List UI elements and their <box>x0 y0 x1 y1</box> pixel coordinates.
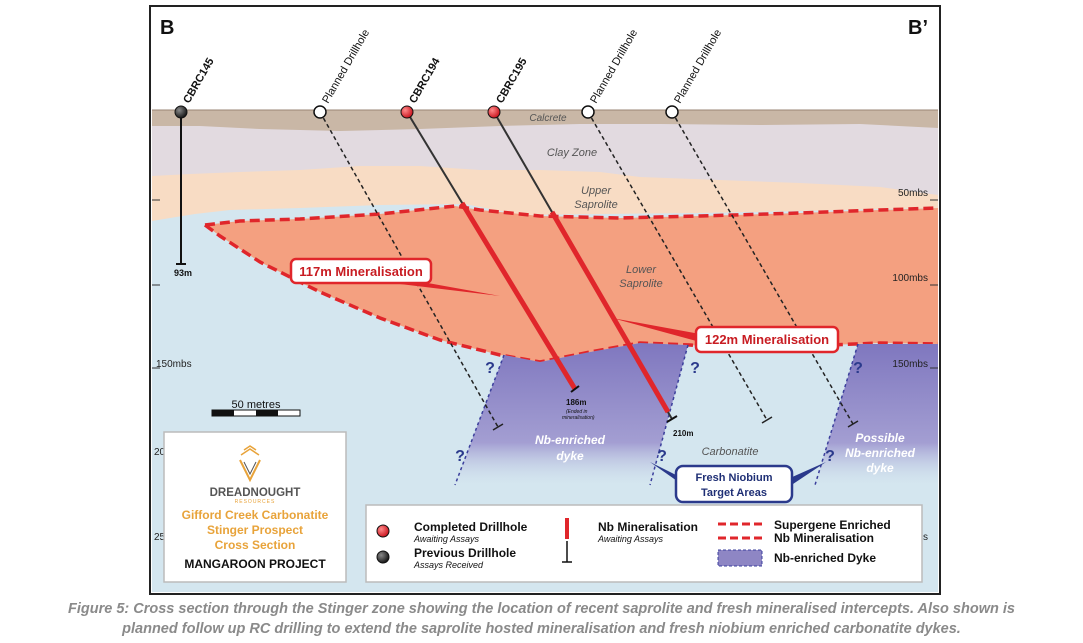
dyke-label-2: dyke <box>556 449 584 463</box>
drillhole-end-depth: 186m <box>566 398 586 407</box>
caption-line-2: planned follow up RC drilling to extend … <box>122 621 961 637</box>
nb-dyke-center <box>455 343 688 485</box>
depth-label-right-150: 150mbs <box>892 359 928 370</box>
cross-section-figure: 50mbs 100mbs 150mbs 150mbs 20 25 s B B’ … <box>149 5 941 595</box>
caption-line-1: Figure 5: Cross section through the Stin… <box>68 601 1015 617</box>
callout-122m: 122m Mineralisation <box>612 318 840 354</box>
legend: Completed Drillhole Awaiting Assays Prev… <box>365 504 923 583</box>
dyke-swatch-icon <box>717 549 763 567</box>
callout-122m-text: 122m Mineralisation <box>705 332 829 347</box>
planned-collar-icon <box>665 105 679 119</box>
legend-nb-sub: Awaiting Assays <box>597 534 664 544</box>
calcrete-label: Calcrete <box>529 113 567 124</box>
supergene-upper-boundary <box>204 204 938 227</box>
upper-saprolite-label-1: Upper <box>581 185 612 197</box>
dreadnought-logo-icon <box>239 445 261 483</box>
depth-label-left-200: 20 <box>154 447 166 458</box>
depth-label-right-100: 100mbs <box>892 273 928 284</box>
possible-dyke-label-3: dyke <box>866 461 894 475</box>
legend-previous-sub: Assays Received <box>413 560 484 570</box>
scale-bar-label: 50 metres <box>232 399 281 411</box>
fresh-niobium-callout: Fresh Niobium Target Areas <box>650 462 826 504</box>
nb-mineralisation-icon <box>562 518 572 563</box>
completed-drillhole-icon <box>376 524 390 538</box>
possible-dyke-label-1: Possible <box>855 431 905 445</box>
title-line-2: Stinger Prospect <box>207 523 303 537</box>
drillhole-end-depth: 210m <box>673 429 693 438</box>
section-end-label: B’ <box>908 17 928 39</box>
upper-saprolite-label-2: Saprolite <box>574 199 617 211</box>
legend-supergene-2: Nb Mineralisation <box>774 531 874 545</box>
legend-supergene-1: Supergene Enriched <box>774 518 891 532</box>
question-mark-4: ? <box>455 448 465 465</box>
lower-saprolite-label-2: Saprolite <box>619 278 662 290</box>
title-line-3: Cross Section <box>215 538 296 552</box>
depth-label-right-250: s <box>923 532 928 543</box>
carbonatite-label: Carbonatite <box>702 446 759 458</box>
company-name: DREADNOUGHT <box>210 487 301 499</box>
legend-nb-title: Nb Mineralisation <box>598 520 698 534</box>
question-mark-3: ? <box>853 360 863 377</box>
depth-label-left-150: 150mbs <box>156 359 192 370</box>
section-start-label: B <box>160 17 174 39</box>
planned-collar-icon <box>313 105 327 119</box>
possible-dyke-label-2: Nb-enriched <box>845 446 916 460</box>
planned-collar-icon <box>581 105 595 119</box>
dyke-edge-3 <box>814 343 859 486</box>
nb-dyke-right <box>815 344 938 485</box>
drillhole-end-note-1: (Ended in <box>566 409 588 415</box>
drillhole-end-note-2: mineralisation) <box>562 415 595 421</box>
previous-drillhole-icon <box>376 550 390 564</box>
callout-117m: 117m Mineralisation <box>289 257 500 296</box>
question-mark-6: ? <box>825 448 835 465</box>
figure-caption: Figure 5: Cross section through the Stin… <box>0 599 1083 639</box>
depth-label-right-50: 50mbs <box>898 188 928 199</box>
dyke-edge-1 <box>454 354 505 486</box>
depth-label-left-250: 25 <box>154 532 166 543</box>
legend-completed-title: Completed Drillhole <box>414 520 528 534</box>
dyke-label-1: Nb-enriched <box>535 433 606 447</box>
previous-collar-icon <box>174 105 188 119</box>
supergene-icon <box>718 522 762 540</box>
legend-previous-title: Previous Drillhole <box>414 546 516 560</box>
clay-zone-label: Clay Zone <box>547 147 597 159</box>
project-name: MANGAROON PROJECT <box>184 557 326 571</box>
fresh-niobium-line-1: Fresh Niobium <box>695 472 772 484</box>
question-mark-5: ? <box>657 448 667 465</box>
drillhole-end-depth: 93m <box>174 268 192 278</box>
scale-bar: 50 metres <box>211 399 301 417</box>
title-box: DREADNOUGHT RESOURCES Gifford Creek Carb… <box>163 431 347 583</box>
calcrete-layer <box>152 110 938 131</box>
legend-dyke: Nb-enriched Dyke <box>774 551 876 565</box>
question-mark-2: ? <box>690 360 700 377</box>
callout-117m-text: 117m Mineralisation <box>299 264 423 279</box>
completed-collar-icon <box>400 105 414 119</box>
lower-saprolite-label-1: Lower <box>626 264 657 276</box>
title-line-1: Gifford Creek Carbonatite <box>182 508 329 522</box>
completed-collar-icon <box>487 105 501 119</box>
fresh-niobium-line-2: Target Areas <box>701 487 767 499</box>
clay-zone-layer <box>152 110 938 195</box>
legend-completed-sub: Awaiting Assays <box>413 534 480 544</box>
company-sub: RESOURCES <box>235 499 276 505</box>
question-mark-1: ? <box>485 360 495 377</box>
lower-saprolite-layer <box>205 206 938 362</box>
